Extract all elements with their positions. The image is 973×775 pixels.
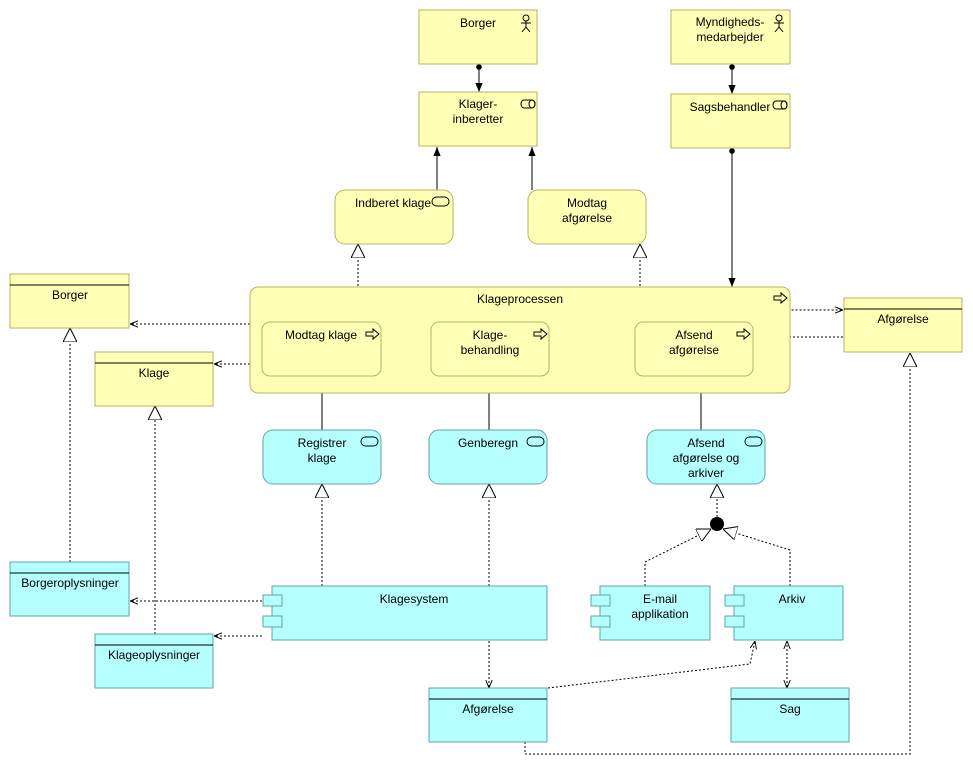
- realization-afgorelse-data-business: [524, 353, 910, 755]
- role-icon: [772, 100, 788, 110]
- component-tab-icon: [724, 615, 745, 628]
- process-arrow-icon: [365, 327, 380, 341]
- actor-borger-label: Borger: [460, 16, 496, 30]
- process-modtag-klage-label: Modtag klage: [285, 328, 357, 342]
- app-component-email[interactable]: E-mail applikation: [590, 585, 711, 641]
- data-object-sag-label: Sag: [779, 702, 800, 716]
- component-tab-icon: [262, 615, 283, 628]
- service-modtag-label-2: afgørelse: [562, 211, 612, 225]
- data-object-afgorelse-label: Afgørelse: [462, 702, 514, 716]
- app-service-afsend-label-2: afgørelse og: [673, 451, 740, 465]
- app-component-email-label-1: E-mail: [643, 592, 677, 606]
- app-service-afsend-label-3: arkiver: [688, 466, 724, 480]
- role-sagsbehandler[interactable]: Sagsbehandler: [670, 93, 791, 149]
- process-afsend-label-1: Afsend: [675, 328, 712, 342]
- process-arrow-icon: [773, 291, 788, 305]
- component-tab-icon: [590, 615, 611, 628]
- service-icon: [526, 436, 545, 447]
- app-component-arkiv[interactable]: Arkiv: [724, 585, 844, 641]
- app-service-genberegn[interactable]: Genberegn: [428, 429, 548, 485]
- service-icon: [360, 436, 379, 447]
- app-component-klagesystem[interactable]: Klagesystem: [262, 585, 548, 641]
- process-title: Klageprocessen: [477, 292, 563, 306]
- service-modtag-afgorelse[interactable]: Modtag afgørelse: [527, 189, 647, 245]
- process-arrow-icon: [736, 327, 751, 341]
- data-object-borgeroplysninger[interactable]: Borgeroplysninger: [9, 561, 130, 617]
- service-icon: [744, 436, 763, 447]
- realization-email-junction: [644, 529, 711, 586]
- app-component-arkiv-label: Arkiv: [779, 592, 806, 606]
- actor-borger[interactable]: Borger: [418, 9, 538, 65]
- business-object-klage-label: Klage: [139, 366, 170, 380]
- data-object-klageoplysninger-label: Klageoplysninger: [108, 648, 200, 662]
- actor-myndighed-label-2: medarbejder: [696, 30, 763, 44]
- app-component-klagesystem-label: Klagesystem: [380, 592, 449, 606]
- service-indberet-klage[interactable]: Indberet klage: [334, 189, 454, 245]
- actor-myndighedsmedarbejder[interactable]: Myndigheds- medarbejder: [670, 9, 791, 65]
- app-service-registrer-label-1: Registrer: [298, 436, 347, 450]
- app-component-email-label-2: applikation: [631, 607, 688, 621]
- data-object-borgeroplysninger-label: Borgeroplysninger: [21, 576, 118, 590]
- business-object-afgorelse[interactable]: Afgørelse: [843, 297, 963, 353]
- data-object-klageoplysninger[interactable]: Klageoplysninger: [94, 633, 214, 689]
- realization-arkiv-junction: [723, 529, 791, 586]
- business-object-borger-label: Borger: [52, 288, 88, 302]
- role-klager-label-2: inberetter: [453, 112, 504, 126]
- app-service-genberegn-label: Genberegn: [458, 436, 518, 450]
- actor-myndighed-label-1: Myndigheds-: [696, 15, 765, 29]
- process-klagebeh-label-2: behandling: [461, 343, 520, 357]
- data-object-sag[interactable]: Sag: [730, 687, 850, 743]
- process-afsend-afgorelse[interactable]: Afsend afgørelse: [634, 321, 754, 377]
- component-tab-icon: [724, 594, 745, 607]
- actor-icon: [521, 14, 531, 33]
- service-icon: [431, 196, 450, 207]
- service-modtag-label-1: Modtag: [567, 196, 607, 210]
- app-service-registrer-label-2: klage: [308, 451, 337, 465]
- process-klagebeh-label-1: Klage-: [473, 328, 508, 342]
- process-modtag-klage[interactable]: Modtag klage: [261, 321, 382, 377]
- business-object-klage[interactable]: Klage: [94, 351, 214, 407]
- role-klager-label-1: Klager-: [459, 97, 498, 111]
- component-tab-icon: [590, 594, 611, 607]
- process-afsend-label-2: afgørelse: [669, 343, 719, 357]
- process-klagebehandling[interactable]: Klage- behandling: [430, 321, 550, 377]
- app-service-afsend-arkiver[interactable]: Afsend afgørelse og arkiver: [646, 429, 766, 485]
- access-afgorelse-arkiv: [547, 641, 755, 689]
- component-tab-icon: [262, 594, 283, 607]
- app-service-afsend-label-1: Afsend: [687, 436, 724, 450]
- actor-icon: [774, 14, 784, 33]
- role-sagsbehandler-label: Sagsbehandler: [690, 100, 771, 114]
- role-icon: [520, 99, 536, 109]
- data-object-afgorelse[interactable]: Afgørelse: [428, 687, 548, 743]
- business-object-afgorelse-label: Afgørelse: [877, 312, 929, 326]
- process-arrow-icon: [533, 327, 548, 341]
- service-indberet-label: Indberet klage: [355, 196, 431, 210]
- business-object-borger[interactable]: Borger: [9, 273, 130, 329]
- app-service-registrer-klage[interactable]: Registrer klage: [262, 429, 382, 485]
- junction-and: [710, 517, 724, 531]
- role-klagerinberetter[interactable]: Klager- inberetter: [418, 91, 538, 147]
